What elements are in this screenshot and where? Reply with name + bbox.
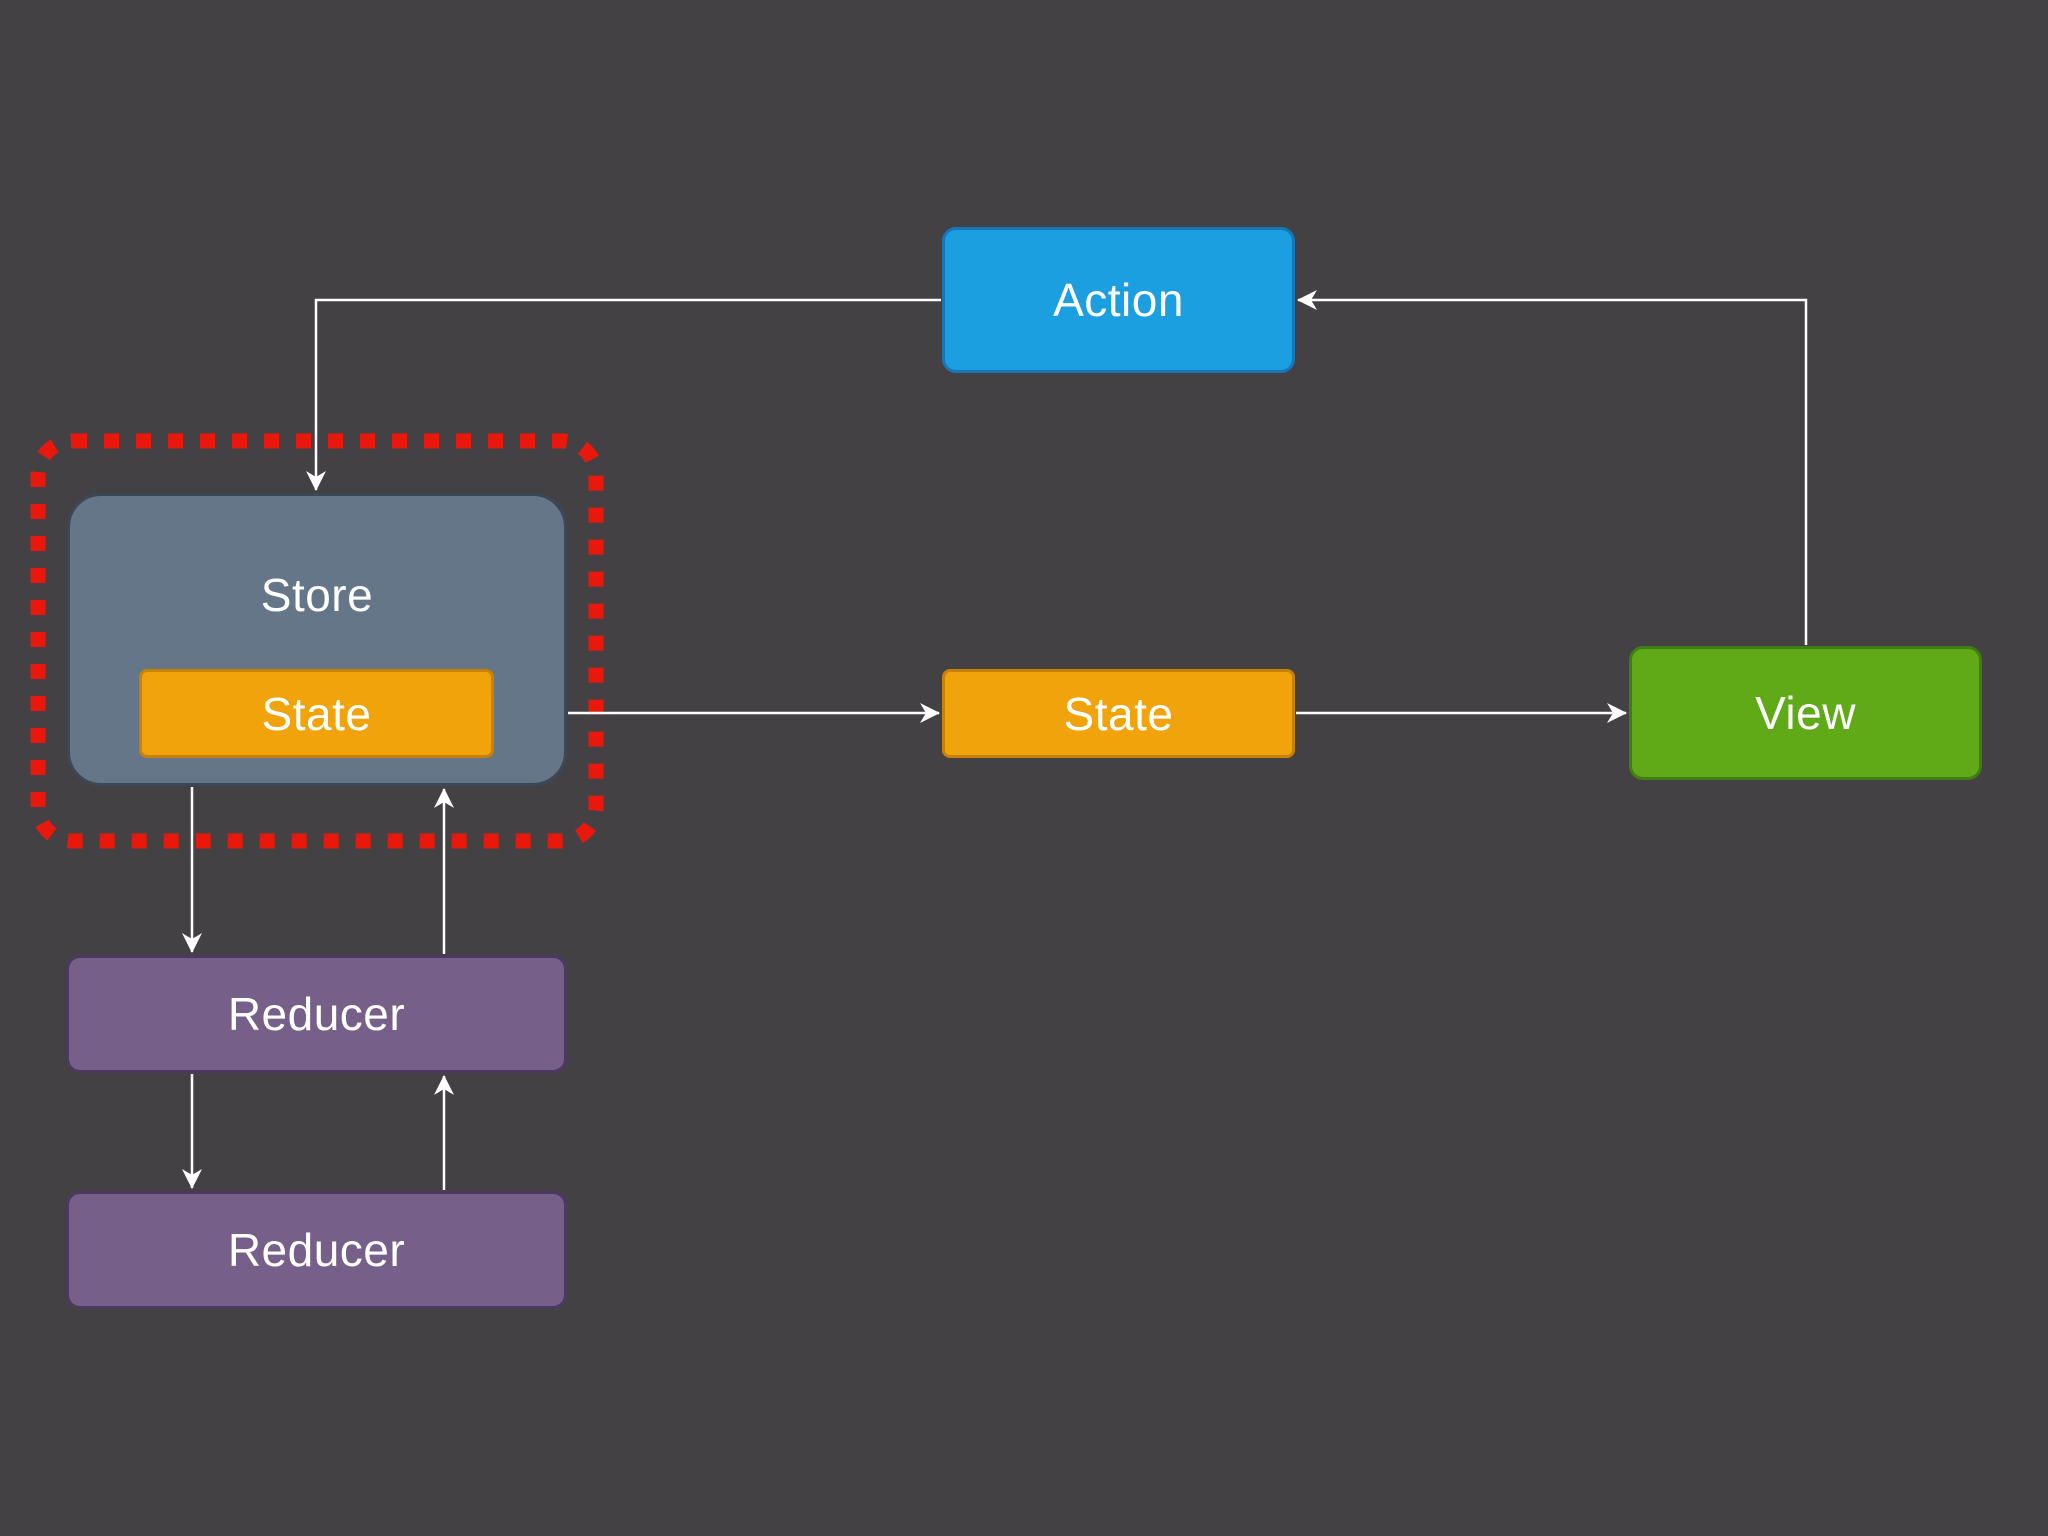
state-label: State	[1063, 687, 1174, 740]
reducer-1-label: Reducer	[227, 988, 406, 1040]
reducer-node-2: Reducer	[66, 1191, 567, 1309]
store-state-node: State	[139, 669, 494, 758]
store-highlight-frame	[30, 433, 604, 849]
edge-view-to-action	[1297, 290, 1808, 645]
edge-action-to-store	[306, 298, 941, 491]
action-label: Action	[1053, 274, 1184, 326]
view-label: View	[1755, 687, 1856, 739]
state-node: State	[942, 669, 1295, 758]
store-label: Store	[260, 569, 374, 621]
action-node: Action	[942, 227, 1295, 373]
reducer-node-1: Reducer	[66, 955, 567, 1073]
view-node: View	[1629, 646, 1982, 780]
store-state-label: State	[261, 687, 372, 740]
reducer-2-label: Reducer	[227, 1224, 406, 1276]
